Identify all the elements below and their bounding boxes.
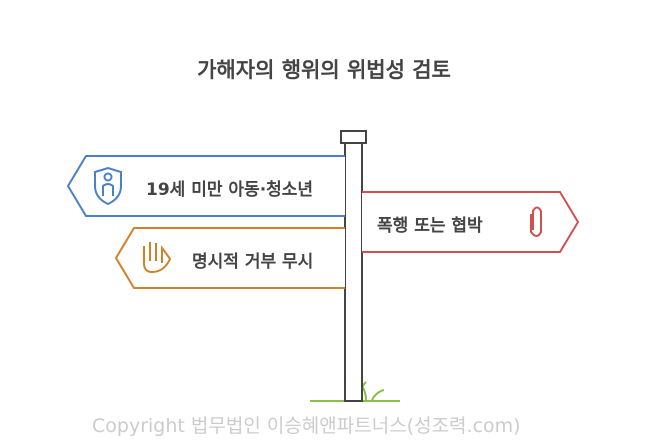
sign-orange <box>114 227 345 289</box>
signpost-cap <box>340 130 367 144</box>
watermark: Copyright 법무법인 이승혜앤파트너스(성조력.com) <box>92 415 521 437</box>
paperclip-icon <box>530 206 542 237</box>
child-shield-icon <box>94 166 122 206</box>
signpost-pole <box>344 142 363 402</box>
sign-label-violence: 폭행 또는 협박 <box>377 216 483 236</box>
sign-blue <box>66 155 345 217</box>
sign-label-children: 19세 미만 아동·청소년 <box>146 180 314 200</box>
hand-stop-icon <box>143 242 172 274</box>
sign-label-refusal: 명시적 거부 무시 <box>192 252 314 272</box>
diagram-title: 가해자의 행위의 위법성 검토 <box>197 58 451 82</box>
sign-red <box>362 191 580 253</box>
